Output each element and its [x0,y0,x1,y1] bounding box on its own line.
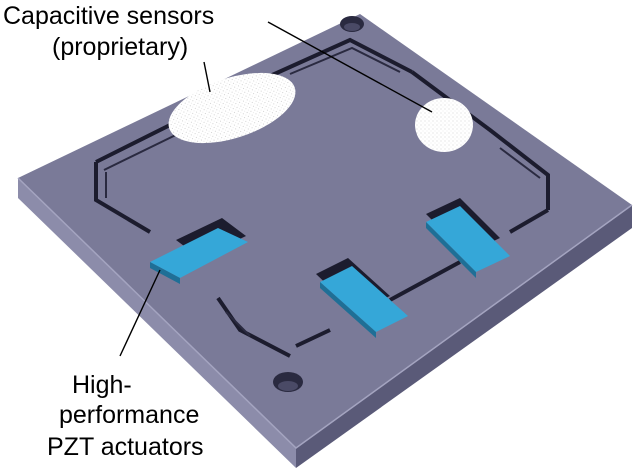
flexure-slot [508,208,550,234]
actuators-label-line3: PZT actuators [47,433,204,461]
mounting-hole [344,23,360,31]
pzt-actuator [320,266,408,332]
pzt-actuator-shade [320,282,376,338]
flexure-slot [389,260,461,302]
sensors-label-line2: (proprietary) [52,33,188,61]
stage-plate [17,14,633,468]
flexure-slot [269,37,413,78]
flexure-slot [216,296,291,358]
capacitive-sensors [168,72,473,152]
flexure-slot [295,328,331,348]
pzt-actuator-shade [426,222,476,278]
capacitive-sensor [415,98,473,152]
leader-line [119,269,161,357]
plate-right-face [296,205,632,468]
pzt-actuator-shade [150,262,180,284]
leader-lines [119,21,433,357]
leader-line [203,61,211,93]
flexure-slot [225,311,251,337]
mounting-holes [273,16,364,392]
actuators-label-line2: performance [59,401,199,429]
sensors-label-line1: Capacitive sensors [3,2,214,30]
mounting-hole [278,381,298,391]
leader-line [267,21,433,113]
capacitive-sensor [168,72,296,144]
pzt-actuators [150,198,510,338]
plate-top-edge [17,177,633,449]
actuators-label-line1: High- [72,371,132,399]
flexure-slot [289,46,401,75]
pzt-actuator [426,206,510,272]
flexure-slot [94,162,152,234]
flexure-slot [499,147,541,179]
plate-left-face [18,178,296,468]
pzt-actuator [150,228,248,278]
